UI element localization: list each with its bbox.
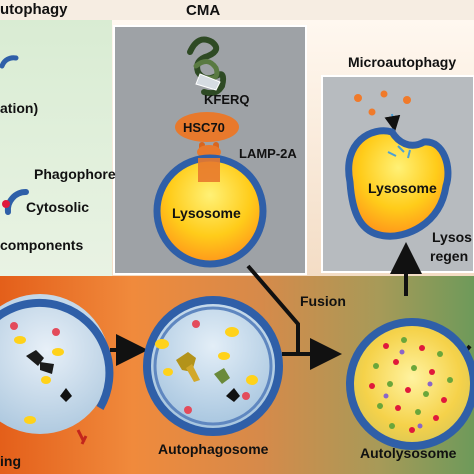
phagophore-label: Phagophore bbox=[34, 166, 116, 182]
cargo-dot-icon bbox=[24, 416, 36, 424]
phagophore-membrane bbox=[4, 188, 29, 215]
cargo-dot-icon bbox=[225, 327, 239, 337]
cargo-protein-icon bbox=[26, 350, 44, 366]
cargo-dot-icon bbox=[52, 328, 60, 336]
cma-lysosome-label: Lysosome bbox=[172, 205, 241, 221]
isolation-membrane-fragment bbox=[0, 55, 19, 69]
micro-lysosome-label: Lysosome bbox=[368, 180, 437, 196]
macroautophagy-title: utophagy bbox=[0, 1, 68, 18]
degraded-cargo-dots bbox=[369, 337, 453, 433]
cargo-dot-icon bbox=[2, 200, 10, 208]
lysosome-regeneration-line2: regen bbox=[430, 248, 468, 264]
cargo-protein-icon bbox=[214, 368, 230, 384]
kferq-label: KFERQ bbox=[204, 92, 250, 107]
cargo-protein-icon bbox=[226, 388, 240, 402]
cargo-dot-icon bbox=[52, 348, 64, 356]
microautophagy-title: Microautophagy bbox=[348, 54, 456, 70]
cytosolic-label-line2: components bbox=[0, 237, 83, 253]
cargo-dot-icon bbox=[10, 322, 18, 330]
lamp2a-channel bbox=[198, 158, 220, 182]
autophagosome-inner-membrane bbox=[153, 306, 273, 426]
forming-autophagosome-membrane bbox=[0, 298, 114, 410]
hsc70-label: HSC70 bbox=[183, 120, 225, 135]
cargo-protein-icon bbox=[40, 362, 54, 374]
uptake-arrow-icon bbox=[384, 113, 401, 132]
lysosome-regeneration-line1: Lysos bbox=[432, 229, 472, 245]
micro-lysosome bbox=[345, 127, 452, 240]
cargo-dot-icon bbox=[41, 376, 51, 384]
cargo-arrow-icon bbox=[76, 429, 88, 445]
macroautophagy-panel bbox=[0, 20, 112, 282]
cargo-dot-icon bbox=[163, 368, 173, 376]
cargo-dot-icon bbox=[14, 336, 26, 344]
partial-label: ation) bbox=[0, 100, 38, 116]
cargo-dot-icon bbox=[218, 352, 230, 360]
autolysosome-label: Autolysosome bbox=[360, 445, 457, 461]
fusion-label: Fusion bbox=[300, 293, 346, 309]
cargo-dot-icon bbox=[184, 406, 192, 414]
cytosolic-cargo-dots bbox=[354, 90, 411, 116]
forming-autophagosome bbox=[0, 294, 110, 434]
cargo-arrow-icon bbox=[387, 145, 411, 159]
cargo-dot-icon bbox=[246, 375, 258, 385]
lamp2a-label: LAMP-2A bbox=[239, 146, 297, 161]
hsc70-chaperone bbox=[175, 112, 239, 142]
cargo-dot-icon bbox=[155, 339, 169, 349]
partial-bottom-label: ing bbox=[0, 453, 21, 469]
mitochondrion-icon bbox=[186, 364, 200, 382]
cargo-protein-icon bbox=[60, 388, 72, 402]
cargo-dot-icon bbox=[192, 320, 200, 328]
autophagosome bbox=[143, 296, 283, 436]
cytosolic-label-line1: Cytosolic bbox=[26, 199, 89, 215]
kferq-protein-icon bbox=[187, 36, 227, 97]
cma-title: CMA bbox=[186, 2, 220, 19]
cma-connector-line bbox=[246, 264, 300, 354]
autophagosome-label: Autophagosome bbox=[158, 441, 269, 457]
autolysosome bbox=[346, 318, 474, 450]
cargo-dot-icon bbox=[242, 392, 250, 400]
